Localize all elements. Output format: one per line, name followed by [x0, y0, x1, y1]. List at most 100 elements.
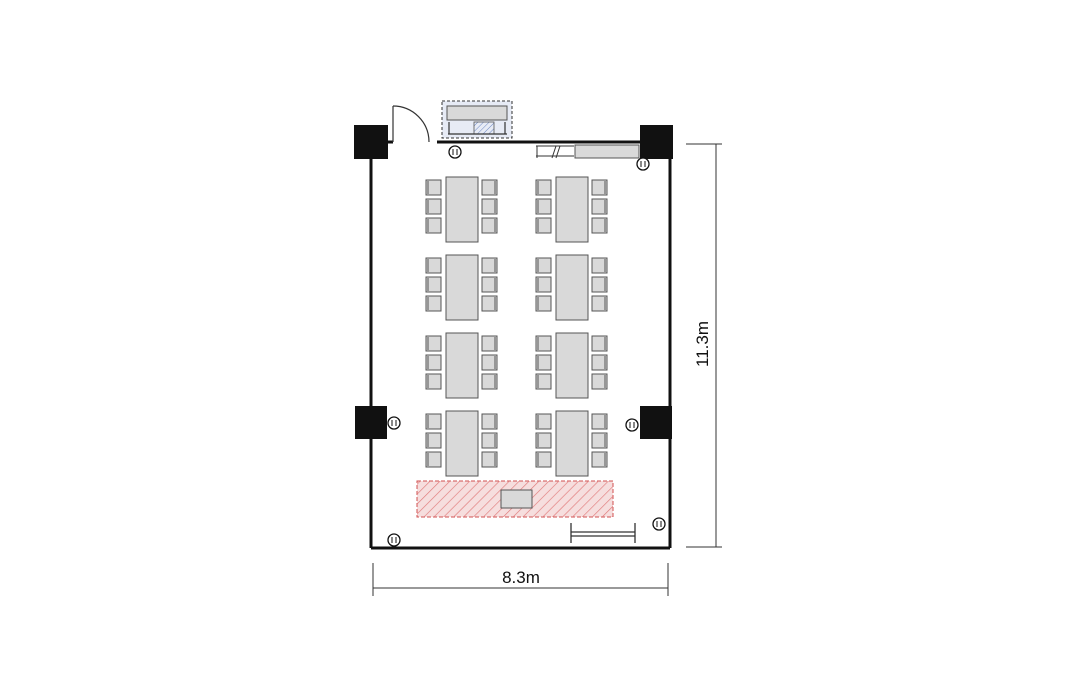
chair [591, 373, 608, 390]
table-cluster [425, 410, 498, 477]
chair [591, 179, 608, 196]
table-cluster [535, 332, 608, 399]
table [445, 254, 479, 321]
pillar-icon [640, 125, 673, 159]
chair [425, 217, 442, 234]
chair-seat [481, 217, 498, 234]
table [555, 332, 589, 399]
chair-seat [425, 179, 442, 196]
chair [425, 432, 442, 449]
chair-seat [481, 373, 498, 390]
table [445, 176, 479, 243]
chair-seat [591, 432, 608, 449]
table [555, 176, 589, 243]
outlet-icon [625, 418, 639, 432]
chair-seat [591, 295, 608, 312]
chair [425, 295, 442, 312]
chair [425, 276, 442, 293]
chair-seat [481, 432, 498, 449]
chair [591, 451, 608, 468]
stage-area [416, 480, 614, 518]
table-cluster [535, 254, 608, 321]
chair-seat [591, 276, 608, 293]
outlet-icon [387, 533, 401, 547]
dimension-width [372, 563, 669, 596]
chair [481, 217, 498, 234]
chair-seat [425, 373, 442, 390]
chair [425, 354, 442, 371]
chair-seat [535, 432, 552, 449]
chair [535, 373, 552, 390]
chair-seat [425, 413, 442, 430]
chair-seat [591, 451, 608, 468]
chair [591, 295, 608, 312]
chair-seat [425, 335, 442, 352]
pillars [354, 125, 673, 439]
chair [535, 257, 552, 274]
chair-seat [535, 257, 552, 274]
chair-seat [481, 413, 498, 430]
chair-seat [481, 198, 498, 215]
chair-seat [425, 198, 442, 215]
chair [535, 413, 552, 430]
chair [481, 276, 498, 293]
chair [425, 179, 442, 196]
outlet-icon [448, 145, 462, 159]
wall-shelf [536, 144, 640, 159]
table [555, 410, 589, 477]
chair [481, 354, 498, 371]
table-cluster [535, 410, 608, 477]
chair-seat [591, 413, 608, 430]
chair-seat [535, 198, 552, 215]
chair [481, 335, 498, 352]
chair [481, 198, 498, 215]
chair-seat [481, 335, 498, 352]
table [445, 410, 479, 477]
chair [535, 179, 552, 196]
chair [425, 451, 442, 468]
storage-cabinet [441, 100, 513, 139]
chair [591, 217, 608, 234]
chair-seat [535, 276, 552, 293]
outlet-icon [652, 517, 666, 531]
chair [535, 198, 552, 215]
chair [481, 295, 498, 312]
chair [481, 257, 498, 274]
pillar-icon [355, 406, 387, 439]
chair-seat [535, 451, 552, 468]
chair [535, 295, 552, 312]
chair [535, 354, 552, 371]
chair [481, 451, 498, 468]
chair [535, 276, 552, 293]
chair-seat [425, 217, 442, 234]
chair-seat [535, 413, 552, 430]
chair [591, 276, 608, 293]
dimension-height [686, 143, 722, 548]
chair-seat [535, 335, 552, 352]
chair-seat [591, 335, 608, 352]
chair [425, 373, 442, 390]
chair [535, 451, 552, 468]
chair [591, 432, 608, 449]
table-cluster [425, 176, 498, 243]
chair-seat [535, 217, 552, 234]
chair [481, 413, 498, 430]
table-clusters [425, 176, 608, 477]
chair-seat [481, 179, 498, 196]
whiteboard-icon [570, 523, 636, 543]
chair-seat [591, 179, 608, 196]
chair-seat [591, 217, 608, 234]
chair-seat [481, 276, 498, 293]
chair-seat [481, 257, 498, 274]
lectern [500, 489, 533, 509]
table [445, 332, 479, 399]
chair [425, 335, 442, 352]
chair-seat [425, 354, 442, 371]
outlets [387, 145, 666, 547]
chair-seat [535, 373, 552, 390]
chair-seat [425, 276, 442, 293]
chair-seat [535, 354, 552, 371]
pillar-icon [640, 406, 672, 439]
